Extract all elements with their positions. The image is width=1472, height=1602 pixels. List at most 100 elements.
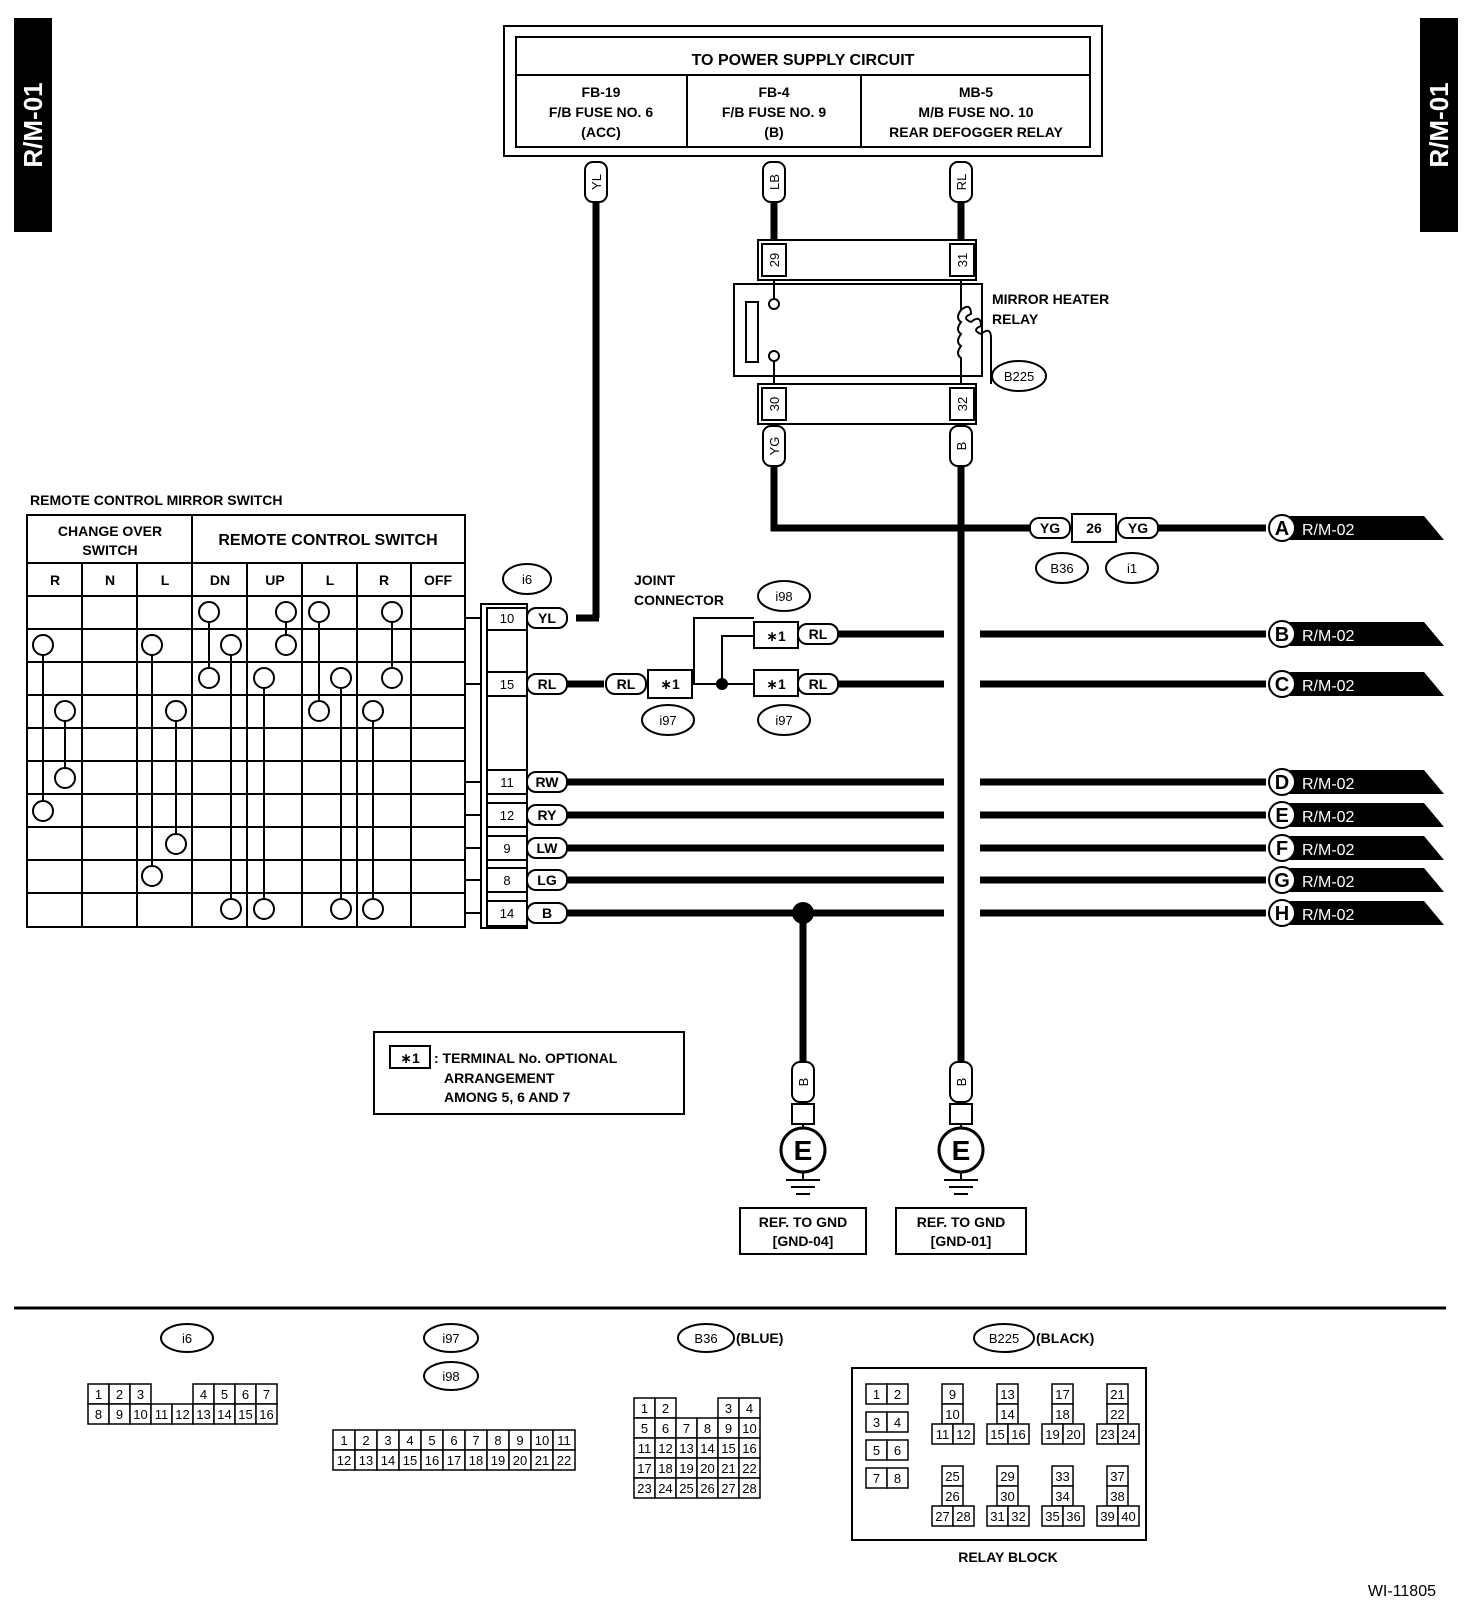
pin-number: 4 (894, 1415, 901, 1430)
svg-text:12: 12 (500, 808, 514, 823)
svg-text:LW: LW (537, 840, 559, 856)
pin-number: 19 (491, 1453, 505, 1468)
pin-number: 21 (535, 1453, 549, 1468)
svg-text:(ACC): (ACC) (581, 124, 621, 140)
svg-text:RW: RW (535, 774, 559, 790)
svg-text:REAR DEFOGGER RELAY: REAR DEFOGGER RELAY (889, 124, 1063, 140)
pin-cell (738, 1477, 761, 1499)
svg-text:: TERMINAL No. OPTIONAL: : TERMINAL No. OPTIONAL (434, 1050, 618, 1066)
svg-text:R/M-02: R/M-02 (1302, 628, 1355, 645)
switch-wires: YL RL RW RY LW LG B (526, 607, 1266, 1062)
pin-number: 38 (1110, 1489, 1124, 1504)
pin-number: 22 (742, 1461, 756, 1476)
pin-number: 18 (658, 1461, 672, 1476)
pin-number: 24 (1121, 1427, 1135, 1442)
pin-number: 8 (95, 1407, 102, 1422)
output-c: C R/M-02 (1268, 670, 1444, 698)
pin-number: 37 (1110, 1469, 1124, 1484)
pin-cell (886, 1467, 909, 1489)
svg-text:29: 29 (767, 253, 782, 267)
pin-number: 11 (155, 1407, 169, 1422)
svg-text:i97: i97 (775, 713, 792, 728)
pin-number: 25 (945, 1469, 959, 1484)
output-e: E R/M-02 (1268, 801, 1444, 829)
power-supply-box: TO POWER SUPPLY CIRCUIT FB-19 F/B FUSE N… (503, 25, 1103, 157)
pin-number: 4 (406, 1433, 413, 1448)
svg-text:JOINT: JOINT (634, 572, 676, 588)
svg-text:∗1: ∗1 (400, 1050, 420, 1066)
pin-number: 23 (637, 1481, 651, 1496)
supply-wires: YL LB RL (576, 161, 973, 622)
pin-number: 12 (175, 1407, 189, 1422)
pin-number: 33 (1055, 1469, 1069, 1484)
svg-text:YG: YG (1040, 520, 1060, 536)
svg-text:R/M-02: R/M-02 (1302, 522, 1355, 539)
ground-gnd-01: B E REF. TO GND [GND-01] (895, 1061, 1027, 1255)
svg-text:(BLACK): (BLACK) (1036, 1330, 1094, 1346)
pin-number: 26 (700, 1481, 714, 1496)
svg-text:B: B (796, 1078, 811, 1087)
switch-title: REMOTE CONTROL MIRROR SWITCH (30, 492, 283, 508)
pin-cell (952, 1423, 975, 1445)
svg-text:B: B (954, 442, 969, 451)
pin-number: 7 (263, 1387, 270, 1402)
output-d: D R/M-02 (1268, 768, 1444, 796)
connector-i6-pins: i6 10 15 11 12 9 8 14 (465, 563, 552, 929)
pin-number: 27 (935, 1509, 949, 1524)
pin-number: 25 (679, 1481, 693, 1496)
svg-text:R/M-02: R/M-02 (1302, 874, 1355, 891)
pin-number: 14 (700, 1441, 714, 1456)
svg-text:32: 32 (955, 397, 970, 411)
svg-text:H: H (1275, 903, 1289, 925)
power-supply-title: TO POWER SUPPLY CIRCUIT (692, 52, 915, 69)
svg-text:B36: B36 (1050, 561, 1073, 576)
pin-number: 28 (956, 1509, 970, 1524)
svg-text:LG: LG (537, 872, 557, 888)
note-box: ∗1 : TERMINAL No. OPTIONAL ARRANGEMENT A… (373, 1031, 685, 1115)
pin-cell (886, 1411, 909, 1433)
pin-number: 10 (133, 1407, 147, 1422)
pin-cell (1117, 1423, 1140, 1445)
pin-number: 15 (238, 1407, 252, 1422)
pin-number: 1 (873, 1387, 880, 1402)
pin-number: 11 (638, 1441, 652, 1456)
remote-control-mirror-switch: REMOTE CONTROL MIRROR SWITCH CHANGE OVER… (26, 492, 466, 928)
svg-text:B: B (1275, 624, 1289, 646)
pin-number: 6 (662, 1421, 669, 1436)
pin-number: 17 (1055, 1387, 1069, 1402)
svg-text:∗1: ∗1 (660, 676, 680, 692)
svg-text:CONNECTOR: CONNECTOR (634, 592, 724, 608)
svg-text:MB-5: MB-5 (959, 84, 993, 100)
svg-text:SWITCH: SWITCH (82, 542, 137, 558)
pin-number: 12 (337, 1453, 351, 1468)
pin-number: 3 (137, 1387, 144, 1402)
svg-text:F: F (1276, 838, 1288, 860)
svg-text:M/B FUSE NO. 10: M/B FUSE NO. 10 (918, 104, 1033, 120)
pin-number: 17 (447, 1453, 461, 1468)
pin-cell (255, 1403, 278, 1425)
pin-cell (1007, 1505, 1030, 1527)
svg-text:10: 10 (500, 611, 514, 626)
pin-cell (1062, 1423, 1085, 1445)
pin-number: 3 (725, 1401, 732, 1416)
svg-text:G: G (1274, 870, 1290, 892)
pin-cell (1007, 1423, 1030, 1445)
svg-text:FB-19: FB-19 (582, 84, 621, 100)
pin-number: 9 (725, 1421, 732, 1436)
pin-number: 6 (894, 1443, 901, 1458)
svg-text:[GND-01]: [GND-01] (931, 1233, 992, 1249)
svg-text:9: 9 (503, 841, 510, 856)
svg-text:R/M-02: R/M-02 (1302, 678, 1355, 695)
side-tab-right: R/M-01 (1420, 18, 1458, 232)
pin-number: 13 (196, 1407, 210, 1422)
svg-text:D: D (1275, 772, 1289, 794)
pin-number: 15 (721, 1441, 735, 1456)
pin-number: 16 (1011, 1427, 1025, 1442)
pin-number: 20 (1066, 1427, 1080, 1442)
svg-text:DN: DN (210, 572, 230, 588)
pin-number: 8 (704, 1421, 711, 1436)
pin-number: 22 (557, 1453, 571, 1468)
inline-connector-b36: YG 26 YG B36 i1 (1029, 513, 1266, 584)
